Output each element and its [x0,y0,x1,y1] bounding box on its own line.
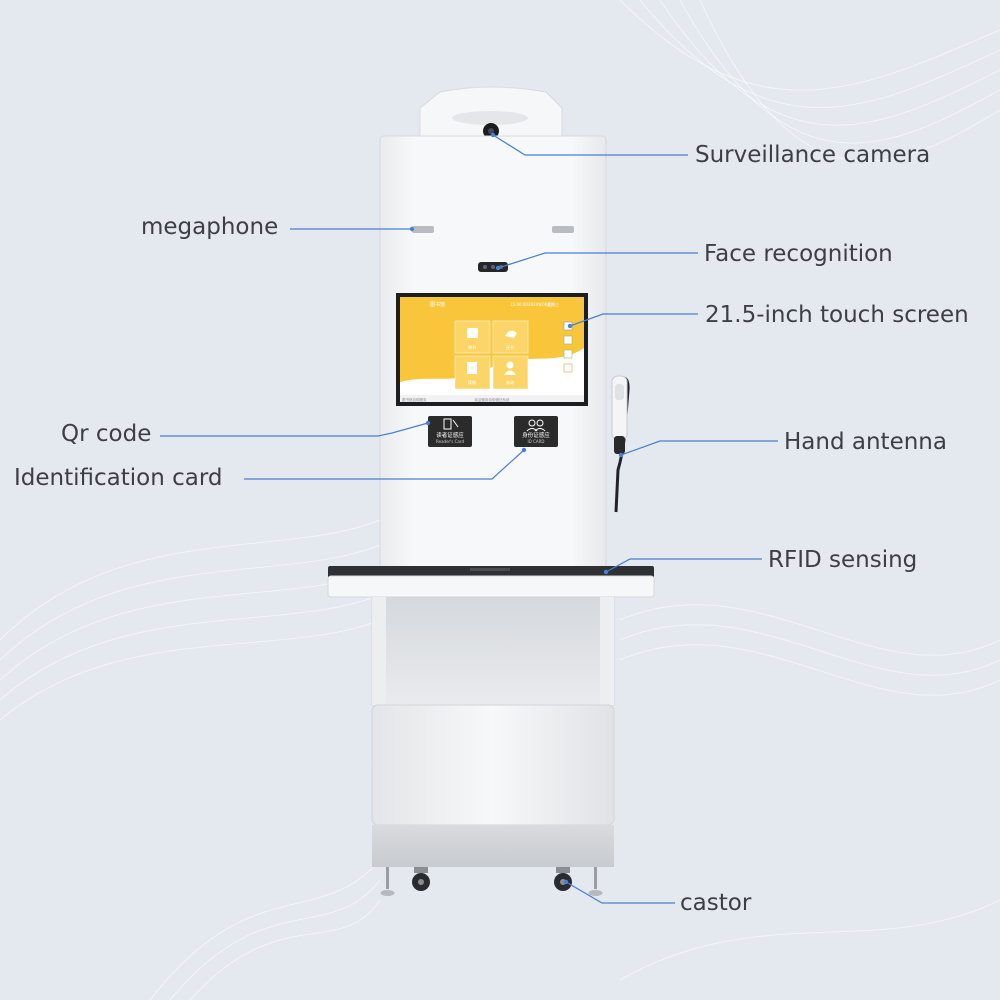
camera-hood [419,86,563,139]
label-touch-screen: 21.5-inch touch screen [705,302,969,328]
reader-card-en: Reader's Card [436,439,464,444]
screen-status-weekday: 星期三 [547,301,559,307]
screen-tile-label: 借书 [468,344,476,350]
rfid-counter [327,566,655,598]
leader-endpoints [409,132,624,885]
id-card-cn: 身份证感应 [522,431,550,439]
id-card-icon [526,419,546,432]
screen-tile-label: 还书 [506,344,514,350]
screen-app-title: 图书馆 [430,301,445,308]
leader-line-surveillance-camera [492,134,688,156]
reader-card-cn: 读者证感应 [436,431,464,439]
leader-line-hand-antenna [620,440,778,456]
leader-lines [160,134,778,904]
label-rfid-sensing: RFID sensing [768,547,918,573]
leader-line-identification-card [244,449,525,480]
leader-line-qr-code [160,422,429,437]
hand-antenna [611,375,630,513]
user-icon [506,361,514,369]
speaker-grille-icon [412,226,574,233]
lower-cabinet [371,596,615,867]
label-hand-antenna: Hand antenna [784,429,947,455]
touch-screen: 图书馆 15:00:00 2024年06月 星期三 借书 还书 续借 查询 [396,293,588,406]
screen-tile: 查询 [492,355,529,390]
label-megaphone: megaphone [141,214,279,240]
qr-scan-icon [443,418,459,430]
leader-line-rfid-sensing [605,558,762,573]
id-card-en: ID CARD [528,439,545,444]
qr-code-reader: 读者证感应 Reader's Card [428,416,472,447]
screen-footer-center: 欢迎使用自助借还系统 [475,397,510,402]
id-card-reader: 身份证感应 ID CARD [514,416,558,447]
leader-line-face-recognition [497,252,698,269]
screen-tile: 还书 [492,320,529,354]
return-icon [505,330,517,338]
book-icon [467,328,478,338]
screen-footer-left: 图书馆自助服务 [402,397,427,402]
screen-tile: 借书 [454,320,491,354]
label-surveillance-camera: Surveillance camera [695,142,931,168]
label-identification-card: Identification card [14,465,223,491]
screen-status-time: 15:00:00 [510,302,528,307]
label-face-recognition: Face recognition [704,241,893,267]
leader-line-touch-screen [569,313,698,327]
renew-icon [467,362,477,374]
screen-status-date: 2024年06月 [528,301,551,307]
face-camera-module [478,262,508,272]
label-qr-code: Qr code [61,421,152,447]
screen-tile-label: 查询 [506,379,514,385]
castor-right [554,867,603,896]
screen-tile-label: 续借 [468,379,476,385]
leader-line-castor [565,881,675,904]
label-castor: castor [680,890,752,916]
screen-tile: 续借 [454,355,491,390]
castor-left [380,867,430,896]
